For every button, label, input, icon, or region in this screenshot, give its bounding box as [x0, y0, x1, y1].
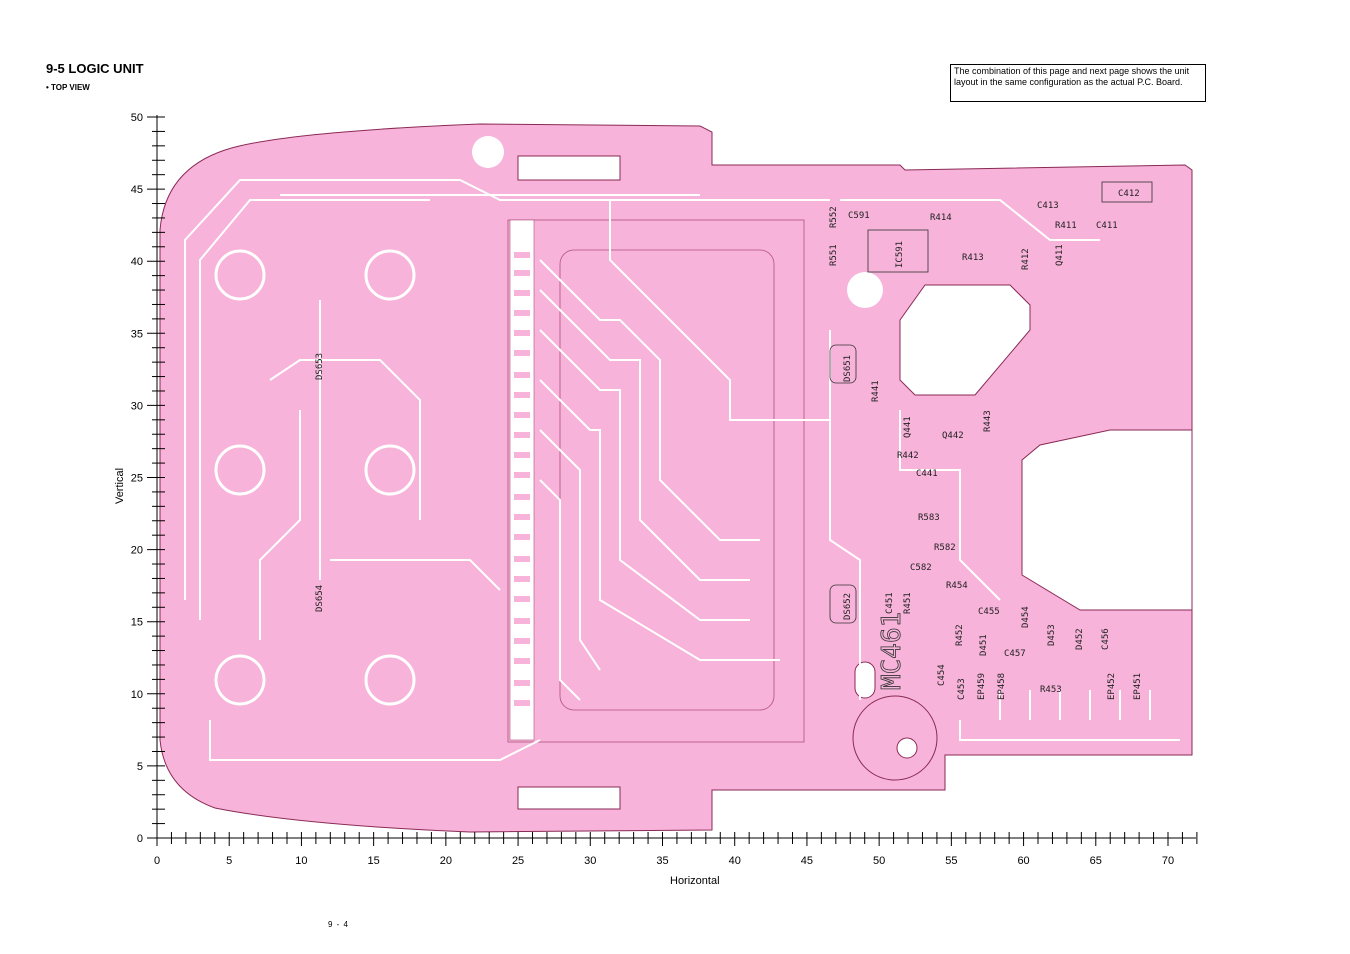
c412-body [1101, 181, 1153, 203]
label-d453: D453 [1047, 624, 1057, 646]
page-number: 9 - 4 [328, 920, 350, 929]
lcd-contact-strip [509, 219, 535, 741]
label-r582: R582 [934, 543, 956, 553]
y-tick-label: 0 [137, 833, 143, 845]
label-c457: C457 [1004, 649, 1026, 659]
label-ep451: EP451 [1133, 673, 1143, 700]
label-c591: C591 [848, 211, 870, 221]
x-tick-label: 45 [801, 855, 813, 867]
label-ds652: DS652 [843, 593, 853, 620]
label-d451: D451 [979, 634, 989, 656]
y-tick-label: 50 [131, 112, 143, 124]
label-r451: R451 [903, 592, 913, 614]
board-cutout-window [899, 284, 1031, 396]
label-ep458: EP458 [997, 673, 1007, 700]
label-c454: C454 [937, 664, 947, 686]
label-c451: C451 [885, 592, 895, 614]
label-c456: C456 [1101, 628, 1111, 650]
x-axis-title: Horizontal [670, 875, 720, 887]
label-r413: R413 [962, 253, 984, 263]
label-r552: R552 [829, 206, 839, 228]
label-r412: R412 [1021, 248, 1031, 270]
label-r443: R443 [983, 410, 993, 432]
y-tick-label: 40 [131, 256, 143, 268]
x-tick-label: 60 [1017, 855, 1029, 867]
mount-hole [472, 136, 504, 168]
page-title: 9-5 LOGIC UNIT [46, 61, 144, 76]
view-label: • TOP VIEW [46, 83, 90, 92]
x-tick-label: 70 [1162, 855, 1174, 867]
y-tick-label: 30 [131, 400, 143, 412]
x-tick-label: 40 [729, 855, 741, 867]
label-r454: R454 [946, 581, 968, 591]
label-c411: C411 [1096, 221, 1118, 231]
label-r442: R442 [897, 451, 919, 461]
y-tick-label: 20 [131, 545, 143, 557]
label-c455: C455 [978, 607, 1000, 617]
y-tick-label: 35 [131, 328, 143, 340]
y-tick-label: 25 [131, 473, 143, 485]
label-r414: R414 [930, 213, 952, 223]
label-c582: C582 [910, 563, 932, 573]
silkscreen-mc461: MC461 [877, 612, 907, 690]
label-ic591: IC591 [895, 241, 905, 268]
y-axis-title: Vertical [114, 467, 127, 505]
label-c441: C441 [916, 469, 938, 479]
x-tick-label: 20 [440, 855, 452, 867]
button-pads [214, 249, 416, 706]
x-tick-label: 50 [873, 855, 885, 867]
connector-slot-top [517, 155, 621, 181]
x-tick-label: 5 [226, 855, 232, 867]
label-ds653: DS653 [315, 353, 325, 380]
label-q411: Q411 [1055, 244, 1065, 266]
lcd-window [559, 249, 775, 711]
y-tick-label: 5 [137, 761, 143, 773]
lcd-contacts [514, 252, 530, 706]
lcd-outline [507, 219, 805, 743]
label-r583: R583 [918, 513, 940, 523]
label-d452: D452 [1075, 628, 1085, 650]
board-cutout-right [1021, 429, 1193, 611]
grid-axes: 0 5 10 15 20 25 30 35 40 45 50 55 60 65 70 0 5 10 15 20 25 30… [131, 112, 1198, 867]
mount-slot [854, 661, 876, 699]
label-q442: Q442 [942, 431, 964, 441]
mount-hole [896, 737, 918, 759]
x-tick-label: 25 [512, 855, 524, 867]
label-r441: R441 [871, 380, 881, 402]
ds651-body [829, 344, 857, 384]
layout-note: The combination of this page and next pa… [950, 64, 1206, 102]
label-ds651: DS651 [843, 355, 853, 382]
label-ep459: EP459 [977, 673, 987, 700]
label-ep452: EP452 [1107, 673, 1117, 700]
y-tick-label: 15 [131, 617, 143, 629]
label-d454: D454 [1021, 606, 1031, 628]
label-r452: R452 [955, 624, 965, 646]
ds652-body [829, 584, 857, 624]
x-tick-label: 35 [656, 855, 668, 867]
x-tick-label: 55 [945, 855, 957, 867]
buzzer-outline [852, 695, 938, 781]
y-tick-label: 45 [131, 184, 143, 196]
label-c413: C413 [1037, 201, 1059, 211]
x-tick-label: 65 [1090, 855, 1102, 867]
mount-hole [847, 272, 883, 308]
x-tick-label: 10 [295, 855, 307, 867]
label-ds654: DS654 [315, 585, 325, 612]
label-r453: R453 [1040, 685, 1062, 695]
label-c412: C412 [1118, 189, 1140, 199]
label-r551: R551 [829, 244, 839, 266]
label-c453: C453 [957, 678, 967, 700]
ic591-body [867, 229, 929, 273]
pcb-traces [184, 179, 1180, 761]
x-tick-label: 0 [154, 855, 160, 867]
component-labels: C412 C413 R411 C411 R552 C591 R414 R551 … [315, 189, 1143, 700]
label-q441: Q441 [903, 416, 913, 438]
label-r411: R411 [1055, 221, 1077, 231]
y-tick-label: 10 [131, 689, 143, 701]
x-tick-label: 30 [584, 855, 596, 867]
x-tick-label: 15 [368, 855, 380, 867]
connector-slot-bottom [517, 786, 621, 810]
